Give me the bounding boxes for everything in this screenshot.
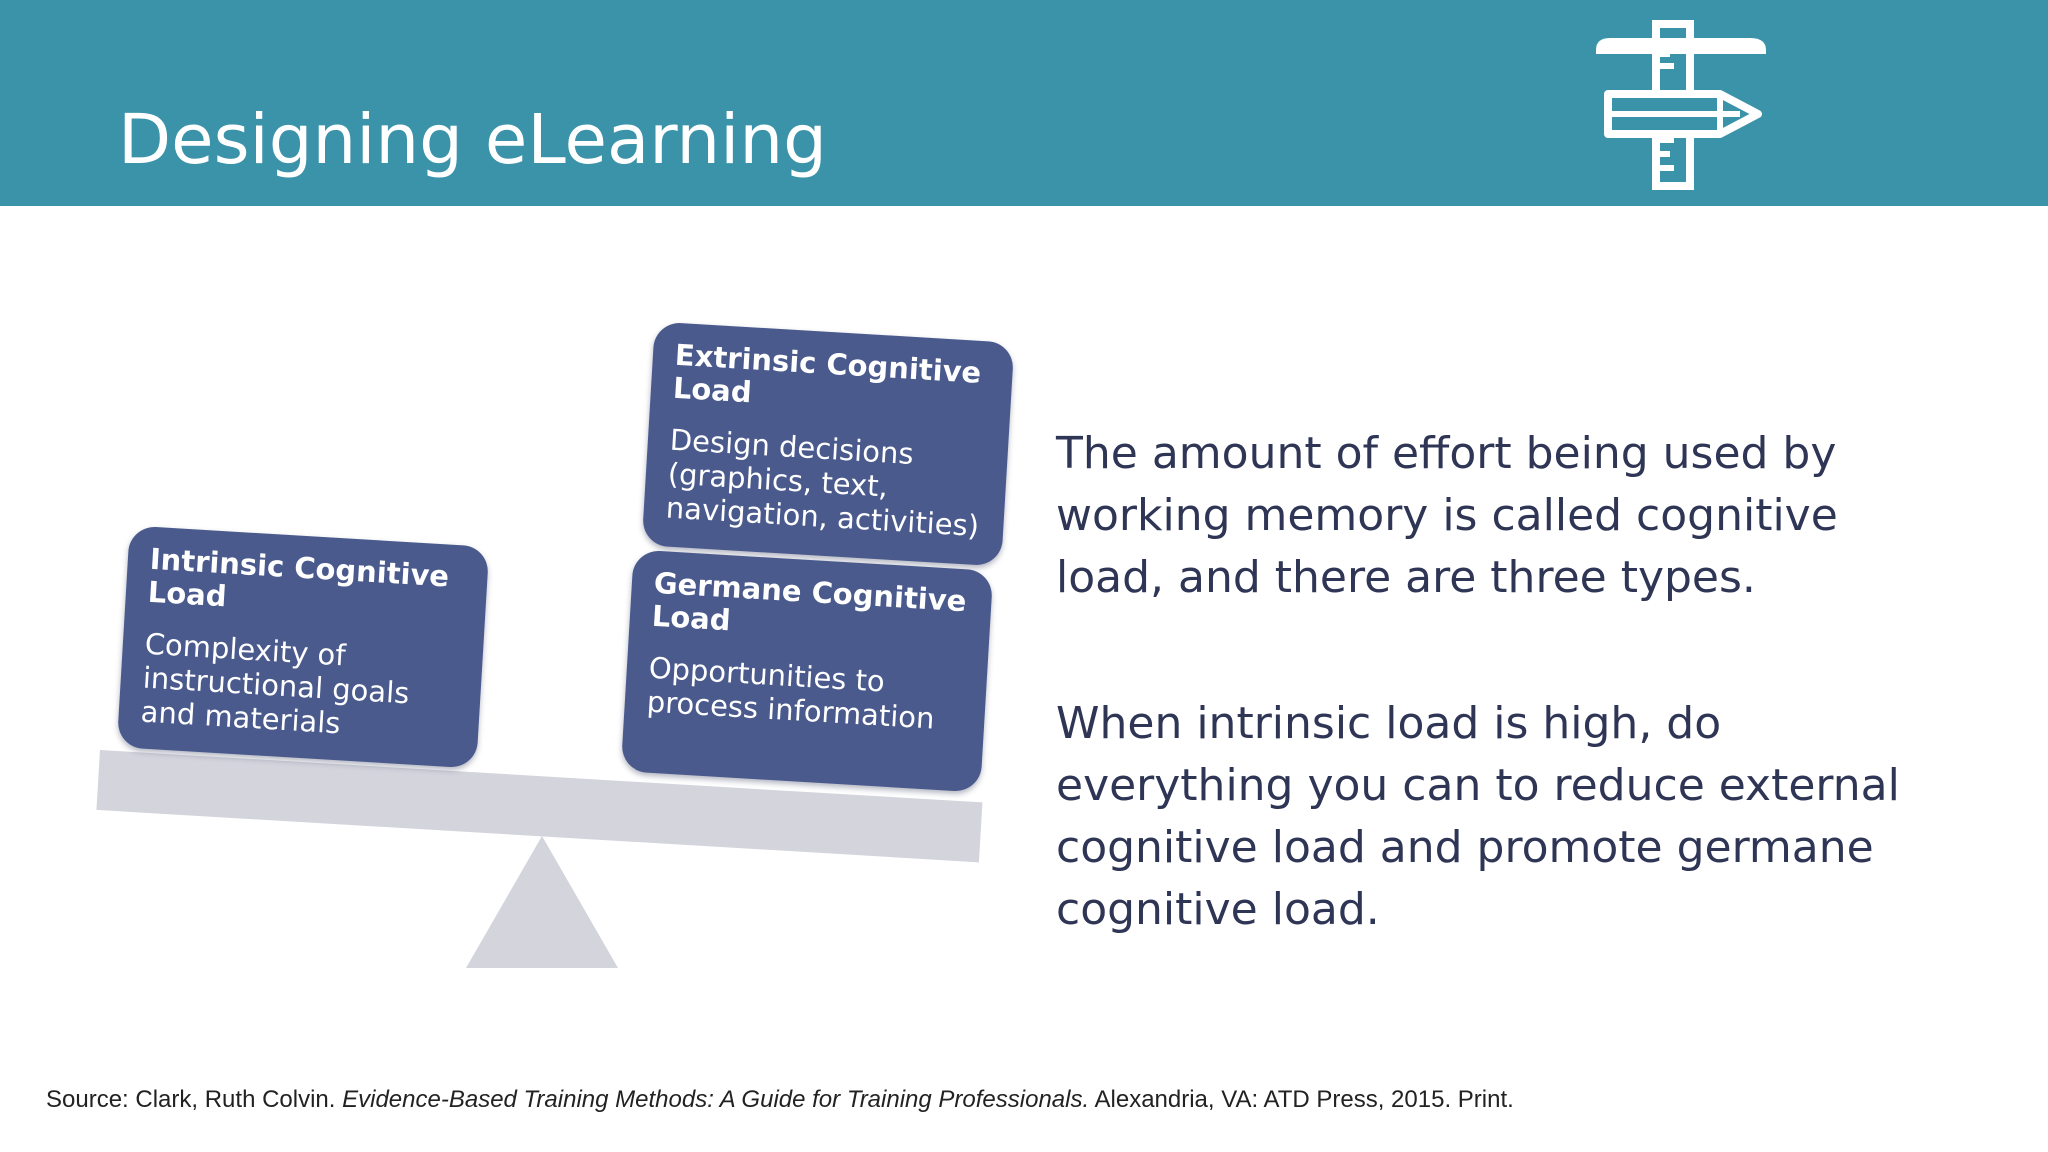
load-description: Complexity of instructional goals and ma…	[139, 626, 411, 741]
slide-title: Designing eLearning	[118, 100, 827, 180]
source-prefix: Source: Clark, Ruth Colvin.	[46, 1086, 343, 1113]
source-suffix: Alexandria, VA: ATD Press, 2015. Print.	[1089, 1086, 1514, 1113]
intrinsic-load-box: Intrinsic Cognitive Load Complexity of i…	[116, 525, 490, 769]
cognitive-load-definition: The amount of effort being used by worki…	[1056, 428, 1838, 603]
load-title: Intrinsic Cognitive Load	[146, 541, 451, 614]
seesaw-fulcrum	[466, 836, 618, 968]
source-title: Evidence-Based Training Methods: A Guide…	[342, 1086, 1090, 1113]
load-title: Extrinsic Cognitive Load	[672, 337, 983, 410]
load-description: Opportunities to process information	[645, 650, 936, 736]
germane-load-box: Germane Cognitive Load Opportunities to …	[620, 549, 994, 793]
load-title: Germane Cognitive Load	[650, 565, 968, 638]
load-description: Design decisions (graphics, text, naviga…	[664, 422, 980, 544]
extrinsic-load-box: Extrinsic Cognitive Load Design decision…	[641, 321, 1015, 567]
pencil-ruler-signpost-icon	[1596, 20, 1766, 190]
cognitive-load-advice: When intrinsic load is high, do everythi…	[1056, 698, 1900, 935]
source-citation: Source: Clark, Ruth Colvin. Evidence-Bas…	[46, 1086, 1514, 1114]
